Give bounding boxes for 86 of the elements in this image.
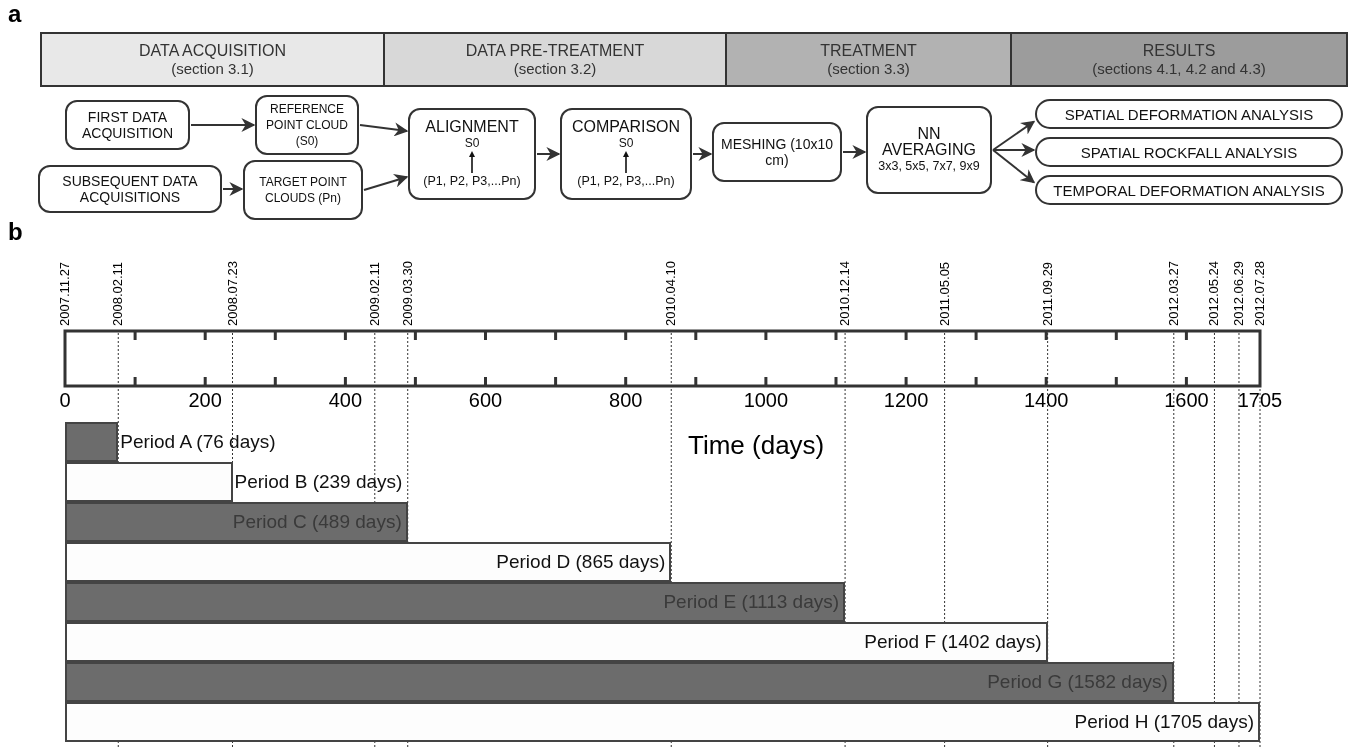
box-label: S0 [618,135,634,151]
box-label: S0 [464,135,480,151]
box-label: (section 3.1) [171,59,254,78]
box-label: FIRST DATA ACQUISITION [81,109,174,141]
box-label: (P1, P2, P3,...Pn) [423,173,521,189]
process-box [255,95,359,155]
arrow [190,118,256,132]
box-label: REFERENCE POINT CLOUD (S0) [265,101,349,149]
date-label: 2008.02.11 [110,260,126,326]
date-label: 2011.05.05 [936,260,952,326]
process-box [65,100,190,150]
box-label: NN AVERAGING [881,126,977,158]
period-label: Period B (239 days) [233,471,404,493]
period-bar [65,542,672,582]
period-bar [65,662,1174,702]
date-label: 2012.05.24 [1206,259,1222,326]
arrow [536,147,561,161]
period-label: Period H (1705 days) [1073,711,1255,733]
tick-label: 1705 [1237,389,1283,412]
stage-header-band [40,32,385,87]
period-bar [65,622,1048,662]
date-label: 2008.07.23 [224,259,240,326]
date-label: 2010.04.10 [663,259,679,326]
stage-header-band [1010,32,1348,87]
process-box [866,106,992,194]
box-label: DATA PRE-TREATMENT [465,41,645,60]
period-label: Period F (1402 days) [863,631,1043,653]
arrow [992,143,1036,157]
date-label: 2009.03.30 [399,259,415,326]
box-label: TEMPORAL DEFORMATION ANALYSIS [1053,181,1325,199]
period-bar [65,582,846,622]
box-label: (P1, P2, P3,...Pn) [577,173,675,189]
process-box [408,108,536,200]
arrow [692,147,713,161]
box-label: SUBSEQUENT DATA ACQUISITIONS [61,173,199,205]
date-label: 2012.03.27 [1165,259,1181,326]
result-box [1035,175,1343,205]
tick-label: 400 [328,389,363,412]
box-label: TARGET POINT CLOUDS (Pn) [258,174,348,206]
tick-label: 200 [188,389,222,412]
arrow [842,145,867,159]
box-label: (section 3.2) [513,59,597,78]
box-label: (section 3.3) [827,59,910,78]
panel-label: b [8,218,23,246]
box-label: RESULTS [1142,41,1216,60]
result-box [1035,137,1343,167]
box-label: SPATIAL ROCKFALL ANALYSIS [1080,143,1298,161]
tick-label: 1600 [1164,389,1209,412]
process-box [38,165,222,213]
date-label: 2012.06.29 [1230,259,1246,326]
box-label: DATA ACQUISITION [139,41,286,60]
process-box [243,160,363,220]
box-label: SPATIAL DEFORMATION ANALYSIS [1064,105,1314,123]
result-box [1035,99,1343,129]
box-label: 3x3, 5x5, 7x7, 9x9 [878,158,980,174]
period-label: Period A (76 days) [119,431,277,453]
process-box [712,122,842,182]
box-label: COMPARISON [571,119,681,135]
period-label: Period D (865 days) [495,551,667,573]
arrow [359,122,409,137]
period-bar [65,702,1260,742]
tick-label: 1400 [1023,389,1069,412]
tick-label: 0 [59,389,71,412]
tick-label: 800 [609,389,643,412]
axis-title: Time (days) [688,430,825,461]
arrow [363,173,409,191]
date-label: 2010.12.14 [837,259,853,326]
date-label: 2011.09.29 [1039,260,1055,326]
box-label: ALIGNMENT [425,119,519,135]
date-label: 2012.07.28 [1252,259,1267,326]
tick-label: 1200 [883,389,929,412]
date-label: 2009.02.11 [366,260,382,326]
box-label: MESHING (10x10 cm) [719,136,834,168]
date-label: 2007.11.27 [57,260,72,326]
box-label: (sections 4.1, 4.2 and 4.3) [1092,59,1266,78]
tick-label: 600 [468,389,503,412]
stage-header-band [383,32,727,87]
arrow [992,120,1036,151]
stage-header-band [725,32,1012,87]
process-box [560,108,692,200]
arrow [222,182,244,196]
tick-label: 1000 [743,389,789,412]
period-bar [65,502,408,542]
panel-label: a [8,0,22,28]
arrow [992,149,1036,184]
box-label: TREATMENT [820,41,917,60]
